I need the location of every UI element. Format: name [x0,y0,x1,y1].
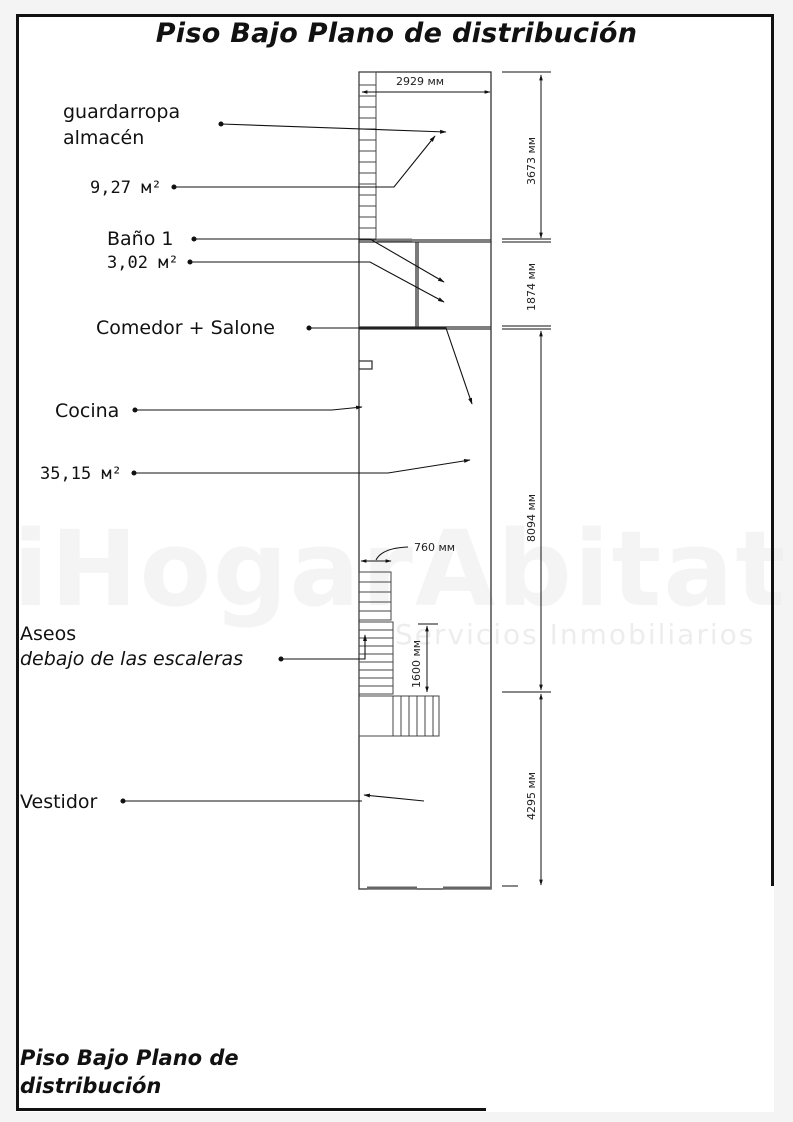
area-guardarropa: 9,27 м² [90,178,162,198]
label-almacen: almacén [63,127,145,149]
label-comedor-salone: Comedor + Salone [96,317,275,339]
dim-height-guardarropa: 3673 мм [525,137,538,185]
label-guardarropa: guardarropa [63,101,181,123]
dim-height-vestidor: 4295 мм [525,772,538,820]
dimension-stair [360,546,438,693]
dim-height-comedor: 8094 мм [525,494,538,542]
outer-walls [358,71,492,890]
stair-strip-top [358,71,377,240]
stair-lower [358,571,440,737]
area-bano: 3,02 м² [107,253,179,273]
label-vestidor: Vestidor [20,791,98,813]
frame-border-top [16,14,774,17]
footer-title: Piso Bajo Plano de distribución [20,1046,239,1098]
drawing-sheet [16,14,774,1112]
dim-stair-width: 760 мм [414,541,455,554]
area-comedor: 35,15 м² [40,464,122,484]
dim-stair-length: 1600 мм [410,640,423,688]
interior-walls [359,238,491,370]
frame-border-right [771,14,774,886]
dimension-chain-right [502,71,551,887]
frame-border-left [16,14,19,1111]
label-cocina: Cocina [55,400,120,422]
label-bano: Baño 1 [107,228,174,250]
dim-width-top: 2929 мм [396,75,444,88]
label-aseos: Aseos [20,623,77,645]
dim-height-bano: 1874 мм [525,263,538,311]
page-title: Piso Bajo Plano de distribución [155,18,638,49]
frame-border-bottom [16,1108,486,1111]
label-aseos-sub: debajo de las escaleras [20,648,244,670]
leader-lines [120,121,473,804]
